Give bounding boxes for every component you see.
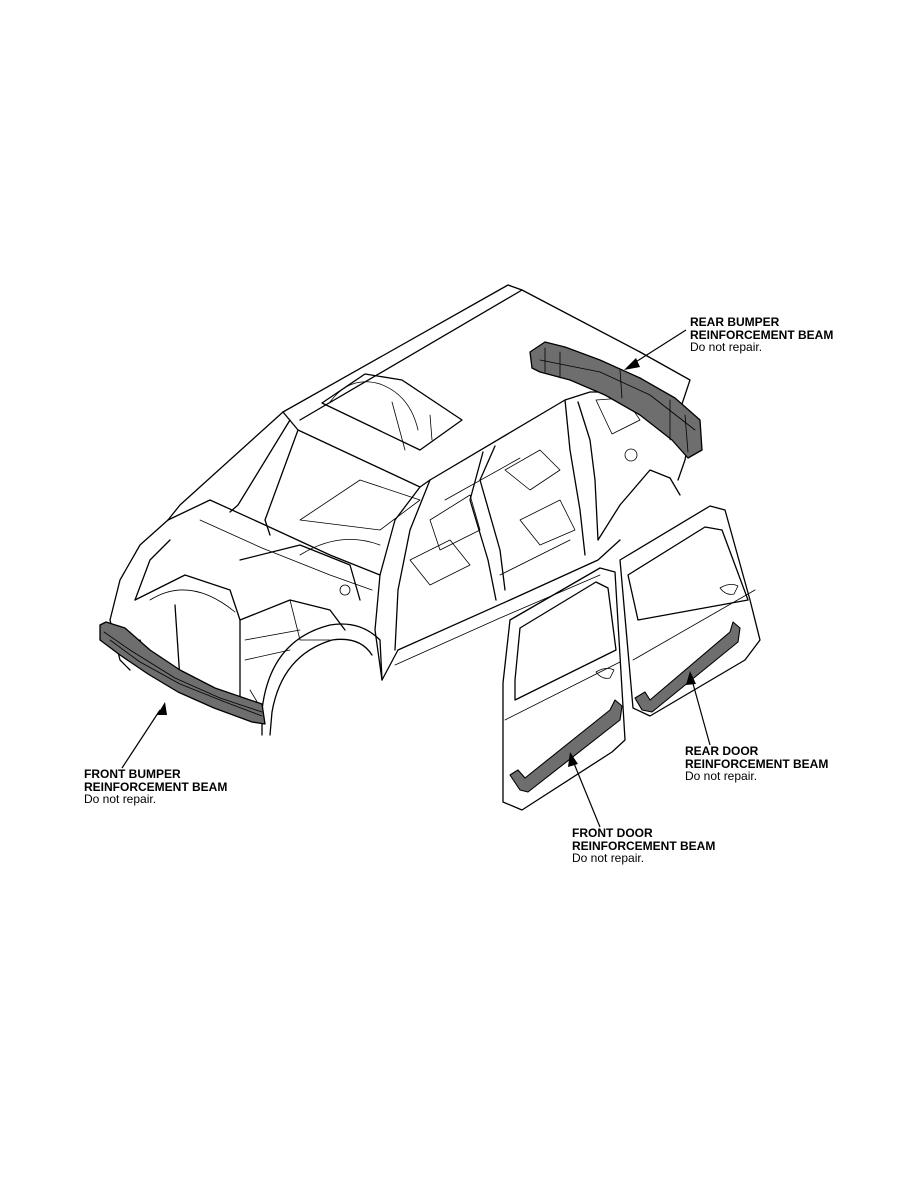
front-door-note: Do not repair. xyxy=(572,851,645,865)
rear-door-label-line1: REAR DOOR xyxy=(685,744,759,758)
front-door-label-line1: FRONT DOOR xyxy=(572,826,653,840)
front-door-callout: FRONT DOOR REINFORCEMENT BEAM Do not rep… xyxy=(572,827,715,865)
front-bumper-beam xyxy=(99,621,266,725)
front-bumper-label-line2: REINFORCEMENT BEAM xyxy=(84,779,228,794)
front-door-label-line2: REINFORCEMENT BEAM xyxy=(572,838,716,853)
front-door xyxy=(502,567,626,811)
rear-bumper-label-line1: REAR BUMPER xyxy=(690,315,780,329)
rear-door-note: Do not repair. xyxy=(685,769,758,783)
rear-door-label-line2: REINFORCEMENT BEAM xyxy=(685,756,829,771)
car-body xyxy=(109,284,691,736)
rear-door-callout: REAR DOOR REINFORCEMENT BEAM Do not repa… xyxy=(685,745,828,783)
front-bumper-callout: FRONT BUMPER REINFORCEMENT BEAM Do not r… xyxy=(84,768,227,806)
rear-bumper-callout: REAR BUMPER REINFORCEMENT BEAM Do not re… xyxy=(690,316,833,354)
front-bumper-note: Do not repair. xyxy=(84,792,157,806)
rear-door xyxy=(619,505,761,717)
rear-bumper-beam xyxy=(529,341,703,459)
leader-lines xyxy=(121,329,711,828)
rear-bumper-note: Do not repair. xyxy=(690,340,763,354)
front-bumper-label-line1: FRONT BUMPER xyxy=(84,767,181,781)
rear-bumper-label-line2: REINFORCEMENT BEAM xyxy=(690,327,834,342)
